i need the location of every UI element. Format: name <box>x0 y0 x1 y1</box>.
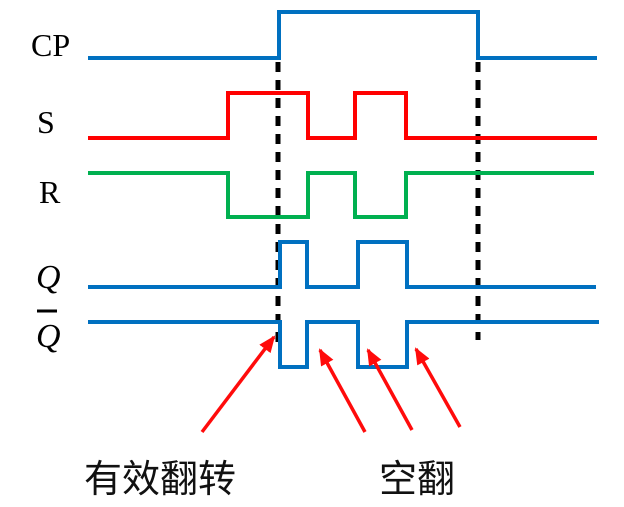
race-arrow-2 <box>366 348 414 431</box>
q-waveform <box>88 240 596 289</box>
s-label: S <box>37 104 55 140</box>
valid-toggle-arrow <box>200 335 276 434</box>
race-label: 空翻 <box>379 459 455 501</box>
q-label: Q <box>36 259 61 296</box>
race-arrow-3 <box>414 347 462 428</box>
cp-waveform <box>88 10 597 60</box>
valid-toggle-label: 有效翻转 <box>84 459 236 501</box>
cp-label: CP <box>31 27 70 63</box>
qbar-waveform <box>88 320 599 369</box>
race-arrow-1 <box>318 348 367 433</box>
r-waveform <box>88 171 594 219</box>
s-waveform <box>88 91 597 140</box>
r-label: R <box>39 174 61 210</box>
qbar-label: Q <box>36 318 61 355</box>
